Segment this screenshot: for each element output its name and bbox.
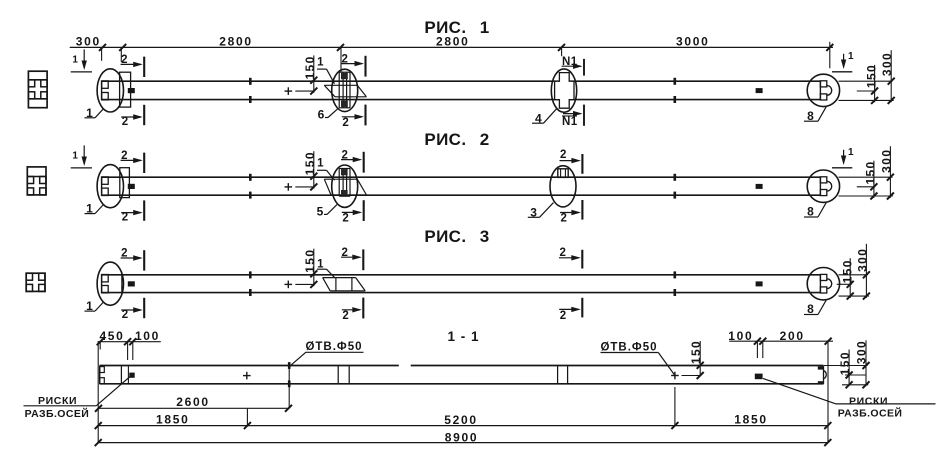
svg-text:150: 150 [864,64,878,88]
svg-text:3000: 3000 [676,34,710,48]
svg-text:1: 1 [848,51,854,62]
svg-text:2: 2 [121,150,128,162]
svg-text:РИС.: РИС. [424,130,466,149]
svg-text:2: 2 [121,54,128,66]
svg-text:1: 1 [86,106,93,120]
svg-text:ØТВ.Ф50: ØТВ.Ф50 [600,342,657,354]
svg-text:2800: 2800 [436,34,470,48]
svg-text:РАЗБ.ОСЕЙ: РАЗБ.ОСЕЙ [25,407,90,420]
svg-text:2: 2 [122,116,129,128]
svg-text:2: 2 [342,310,349,322]
svg-text:1: 1 [317,56,324,68]
svg-text:1: 1 [480,18,489,37]
svg-text:450: 450 [99,329,124,343]
svg-text:5200: 5200 [444,413,478,427]
svg-text:2: 2 [121,248,128,260]
svg-text:8: 8 [807,109,814,123]
svg-text:1: 1 [72,55,78,66]
svg-text:150: 150 [689,340,703,364]
svg-text:8900: 8900 [445,431,479,445]
svg-text:300: 300 [856,248,870,272]
svg-text:150: 150 [303,151,317,175]
svg-text:1 - 1: 1 - 1 [447,329,479,344]
svg-text:2: 2 [342,247,349,259]
svg-text:150: 150 [838,351,852,375]
svg-text:N1: N1 [562,56,578,68]
svg-text:2: 2 [560,247,567,259]
svg-text:1: 1 [86,299,93,313]
svg-text:150: 150 [863,160,877,184]
svg-text:1850: 1850 [156,413,190,427]
svg-text:2: 2 [122,309,129,321]
svg-text:5: 5 [317,204,324,218]
svg-text:2: 2 [480,130,489,149]
svg-text:2: 2 [122,212,129,224]
svg-text:РИС.: РИС. [424,18,466,37]
svg-text:300: 300 [880,52,894,76]
svg-text:N1: N1 [562,116,578,128]
svg-text:2: 2 [342,149,349,161]
svg-text:150: 150 [303,55,317,79]
svg-text:2: 2 [342,212,349,224]
svg-text:1: 1 [72,151,78,162]
svg-text:2: 2 [560,149,567,161]
svg-text:300: 300 [76,34,101,48]
svg-text:100: 100 [728,329,753,343]
svg-text:6: 6 [318,108,325,122]
svg-text:3: 3 [530,205,537,219]
svg-text:1: 1 [848,147,854,158]
svg-text:150: 150 [840,259,854,283]
svg-text:150: 150 [303,249,317,273]
svg-text:8: 8 [807,302,814,316]
svg-text:300: 300 [855,340,869,364]
svg-text:РИСКИ: РИСКИ [38,395,77,407]
svg-text:2: 2 [560,310,567,322]
svg-text:4: 4 [535,111,542,125]
svg-text:ØТВ.Ф50: ØТВ.Ф50 [305,341,362,353]
svg-text:1: 1 [317,258,324,270]
svg-text:2600: 2600 [176,395,210,409]
svg-text:8: 8 [807,205,814,219]
svg-text:1850: 1850 [734,413,768,427]
svg-text:200: 200 [780,329,805,343]
svg-text:3: 3 [480,227,489,246]
svg-text:1: 1 [86,202,93,216]
svg-text:2: 2 [561,213,568,225]
svg-text:РАЗБ.ОСЕЙ: РАЗБ.ОСЕЙ [838,407,903,420]
svg-text:300: 300 [880,149,894,173]
svg-text:2800: 2800 [219,34,253,48]
svg-text:РИСКИ: РИСКИ [849,395,888,407]
svg-text:100: 100 [135,329,160,343]
svg-text:РИС.: РИС. [424,227,466,246]
svg-text:1: 1 [317,158,324,170]
svg-text:2: 2 [342,53,349,65]
svg-text:2: 2 [342,117,349,129]
